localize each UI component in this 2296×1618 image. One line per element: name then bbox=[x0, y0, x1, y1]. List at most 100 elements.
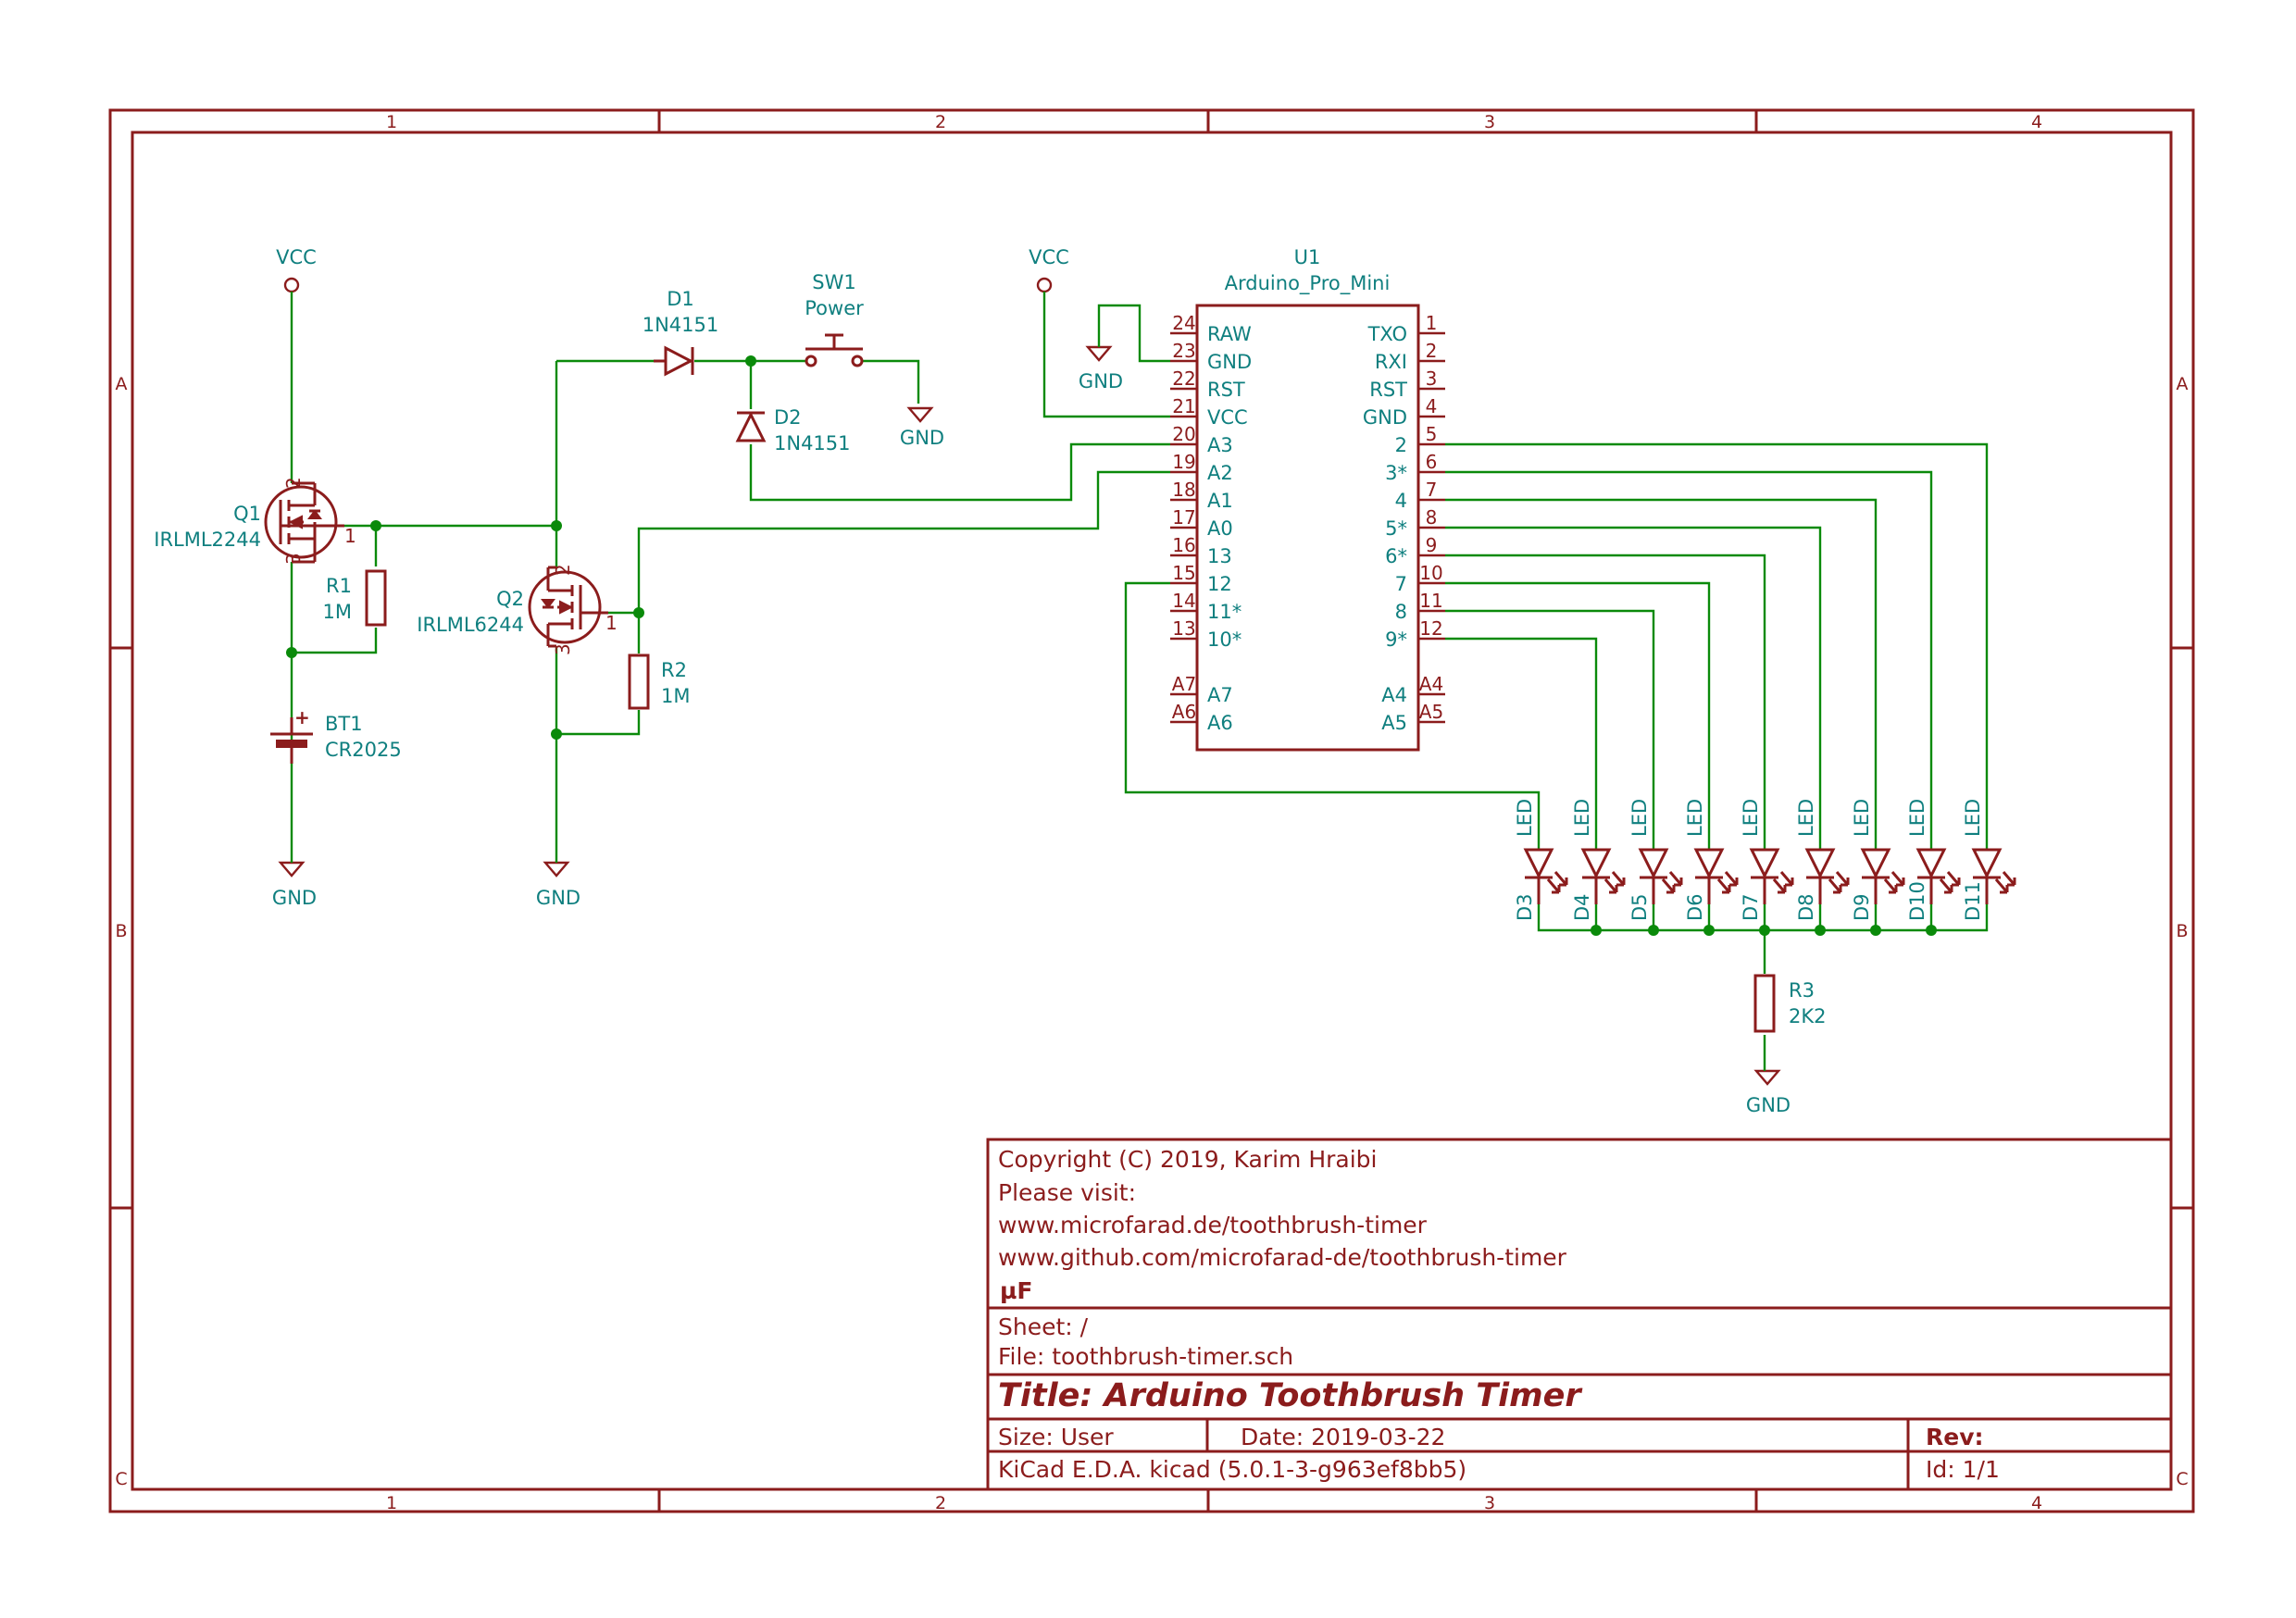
pin-number: 8 bbox=[1426, 506, 1438, 529]
r2-value: 1M bbox=[661, 685, 690, 707]
pin-number: 18 bbox=[1172, 479, 1195, 501]
pin-number: 19 bbox=[1172, 451, 1195, 473]
q2-ref: Q2 bbox=[496, 588, 524, 610]
pin-number: 4 bbox=[1426, 395, 1438, 417]
pin-number: 1 bbox=[344, 525, 356, 547]
column-label: 1 bbox=[386, 1493, 397, 1513]
d2-value: 1N4151 bbox=[774, 432, 851, 454]
q1-ref: Q1 bbox=[233, 503, 261, 525]
diode-d2: D2 1N4151 bbox=[735, 406, 851, 454]
pin-number: A5 bbox=[1419, 701, 1443, 723]
pin-name: RAW bbox=[1207, 323, 1252, 345]
gnd-symbol: GND bbox=[1079, 345, 1123, 392]
pin-name: A7 bbox=[1207, 684, 1233, 706]
row-label: C bbox=[2176, 1469, 2188, 1489]
pin-name: 8 bbox=[1395, 601, 1407, 623]
column-label: 2 bbox=[935, 112, 946, 132]
led-value: LED bbox=[1628, 799, 1651, 837]
gnd-symbol: GND bbox=[536, 861, 580, 909]
tb-comment3: www.microfarad.de/toothbrush-timer bbox=[998, 1212, 1428, 1238]
row-label: B bbox=[115, 921, 127, 941]
pin-name: 12 bbox=[1207, 573, 1232, 595]
led-ref: D6 bbox=[1684, 893, 1706, 921]
pin-number: 9 bbox=[1426, 534, 1438, 556]
pin-name: 10* bbox=[1207, 629, 1242, 651]
led-value: LED bbox=[1906, 799, 1928, 837]
column-label: 2 bbox=[935, 1493, 946, 1513]
pin-name: 9* bbox=[1385, 629, 1407, 651]
r3-value: 2K2 bbox=[1789, 1005, 1827, 1027]
tb-date: Date: 2019-03-22 bbox=[1241, 1424, 1445, 1450]
wires bbox=[290, 292, 1989, 1071]
junctions bbox=[286, 355, 1937, 936]
r1-value: 1M bbox=[323, 601, 352, 623]
pin-number: 3 bbox=[552, 643, 574, 655]
pin-name: 13 bbox=[1207, 545, 1232, 567]
vcc-symbol: VCC bbox=[1029, 246, 1069, 293]
tb-comment1: Copyright (C) 2019, Karim Hraibi bbox=[998, 1146, 1378, 1173]
u1-right-pins: 1TXO2RXI3RST4GND5263*7485*96*107118129*A… bbox=[1363, 312, 1445, 734]
led-d5: LED D5 bbox=[1628, 799, 1683, 921]
u1-pin: 96* bbox=[1385, 534, 1445, 567]
led-ref: D3 bbox=[1514, 893, 1536, 921]
bt1-value: CR2025 bbox=[325, 739, 402, 761]
led-value: LED bbox=[1740, 799, 1762, 837]
pin-number: 1 bbox=[1426, 312, 1438, 334]
pin-name: GND bbox=[1363, 406, 1407, 429]
u1-value: Arduino_Pro_Mini bbox=[1225, 272, 1391, 295]
sw1-value: Power bbox=[805, 297, 864, 319]
pin-number: 20 bbox=[1172, 423, 1195, 445]
pin-number: 16 bbox=[1172, 534, 1195, 556]
pin-name: VCC bbox=[1207, 406, 1248, 429]
column-label: 4 bbox=[2031, 1493, 2042, 1513]
pin-name: 7 bbox=[1395, 573, 1407, 595]
pin-name: A6 bbox=[1207, 712, 1233, 734]
pin-name: RXI bbox=[1375, 351, 1407, 373]
row-label: A bbox=[116, 374, 128, 394]
led-ref: D10 bbox=[1906, 881, 1928, 921]
gnd-label: GND bbox=[1079, 370, 1123, 392]
pin-name: RST bbox=[1207, 379, 1245, 401]
d1-value: 1N4151 bbox=[643, 314, 719, 336]
r1-ref: R1 bbox=[326, 575, 352, 597]
row-label: B bbox=[2176, 921, 2188, 941]
gnd-symbol: GND bbox=[272, 861, 317, 909]
gnd-symbol: GND bbox=[900, 406, 944, 449]
pin-number: 11 bbox=[1419, 590, 1442, 612]
led-ref: D8 bbox=[1795, 893, 1817, 921]
r2-ref: R2 bbox=[661, 659, 687, 681]
tb-title: Title: Arduino Toothbrush Timer bbox=[998, 1377, 1583, 1414]
u1-ref: U1 bbox=[1294, 246, 1321, 268]
pin-number: 6 bbox=[1426, 451, 1438, 473]
pin-name: 4 bbox=[1395, 490, 1407, 512]
pin-name: A5 bbox=[1381, 712, 1407, 734]
tb-logo: µF bbox=[1000, 1277, 1032, 1304]
pin-number: 21 bbox=[1172, 395, 1195, 417]
resistor-r2: R2 1M bbox=[628, 653, 690, 710]
tb-file: File: toothbrush-timer.sch bbox=[998, 1343, 1293, 1370]
pin-number: 2 bbox=[282, 477, 305, 489]
diode-d1: D1 1N4151 bbox=[643, 288, 719, 377]
tb-comment4: www.github.com/microfarad-de/toothbrush-… bbox=[998, 1244, 1567, 1271]
row-label: C bbox=[115, 1469, 127, 1489]
u1-pin: 74 bbox=[1395, 479, 1445, 512]
d1-ref: D1 bbox=[667, 288, 694, 310]
led-ref: D5 bbox=[1628, 893, 1651, 921]
pin-number: 3 bbox=[1426, 367, 1438, 390]
bt1-ref: BT1 bbox=[325, 713, 363, 735]
pin-number: 10 bbox=[1419, 562, 1442, 584]
led-ref: D4 bbox=[1571, 893, 1593, 921]
